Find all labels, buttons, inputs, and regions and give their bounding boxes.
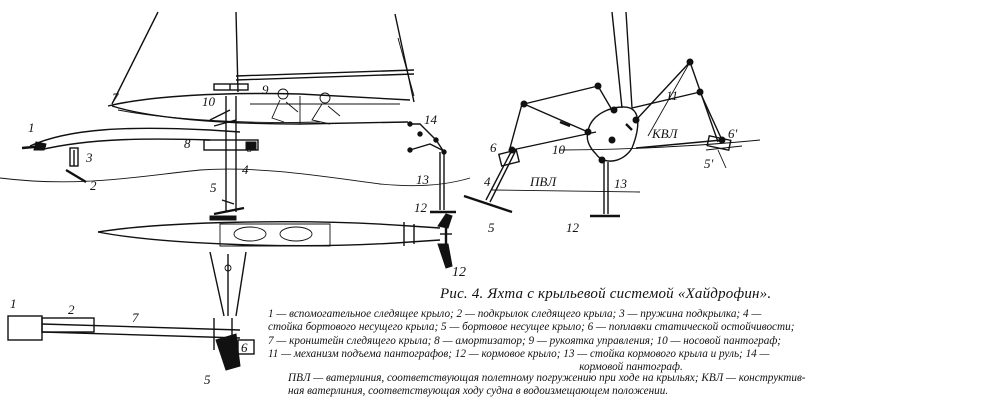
waterline-legend: ПВЛ — ватерлиния, соответствующая полетн…: [288, 372, 994, 399]
label-front-12: 12: [566, 220, 580, 235]
side-view: 1 2 3 4 5 7 8 9 10 6 12 13 14: [0, 11, 471, 216]
label-side-8: 8: [184, 136, 191, 151]
legend-line: 1 — вспомогательное следящее крыло; 2 — …: [268, 308, 762, 320]
label-plan-5: 5: [204, 372, 211, 387]
label-plan-7: 7: [132, 310, 139, 325]
legend-line: 7 — кронштейн следящего крыла; 8 — аморт…: [268, 334, 782, 347]
label-front-5-prime: 5': [704, 156, 714, 171]
figure-legend: 1 — вспомогательное следящее крыло; 2 — …: [268, 308, 994, 374]
label-side-7: 7: [112, 90, 119, 105]
top-view: 12: [97, 213, 466, 280]
label-plan-2: 2: [68, 302, 75, 317]
legend-line: стойка бортового несущего крыла; 5 — бор…: [268, 321, 795, 334]
label-front-6: 6: [490, 140, 497, 155]
waterline-line: ПВЛ — ватерлиния, соответствующая полетн…: [288, 372, 806, 384]
plan-view: 1 2 7 5 6: [7, 251, 255, 387]
label-top-12: 12: [452, 265, 466, 280]
label-front-5: 5: [488, 220, 495, 235]
label-front-6-prime: 6': [728, 126, 738, 141]
label-plan-6: 6: [241, 340, 248, 355]
label-front-11: 11: [666, 88, 678, 103]
label-front-13: 13: [614, 176, 628, 191]
legend-line: 11 — механизм подъема пантографов; 12 — …: [268, 347, 770, 360]
front-view: 6 10 11 13 12 4 5 6' 5' ПВЛ КВЛ: [463, 11, 761, 235]
label-kvl: КВЛ: [651, 126, 679, 141]
legend-line: кормовой пантограф.: [579, 361, 683, 374]
waterline-line: ная ватерлиния, соответствующая ходу суд…: [288, 385, 669, 398]
figure-caption-title: Рис. 4. Яхта с крыльевой системой «Хайдр…: [440, 286, 772, 302]
label-front-10: 10: [552, 142, 566, 157]
label-front-4: 4: [484, 174, 491, 189]
label-side-6: 6: [246, 140, 253, 155]
label-side-9: 9: [262, 82, 269, 97]
label-side-1: 1: [28, 120, 35, 135]
label-side-3: 3: [85, 150, 93, 165]
label-side-5: 5: [210, 180, 217, 195]
label-side-4: 4: [242, 162, 249, 177]
label-side-10: 10: [202, 94, 216, 109]
label-side-2: 2: [90, 178, 97, 193]
label-pvl: ПВЛ: [529, 174, 557, 189]
label-side-14: 14: [424, 112, 438, 127]
label-plan-1: 1: [10, 296, 17, 311]
label-side-12: 12: [414, 200, 428, 215]
label-side-13: 13: [416, 172, 430, 187]
